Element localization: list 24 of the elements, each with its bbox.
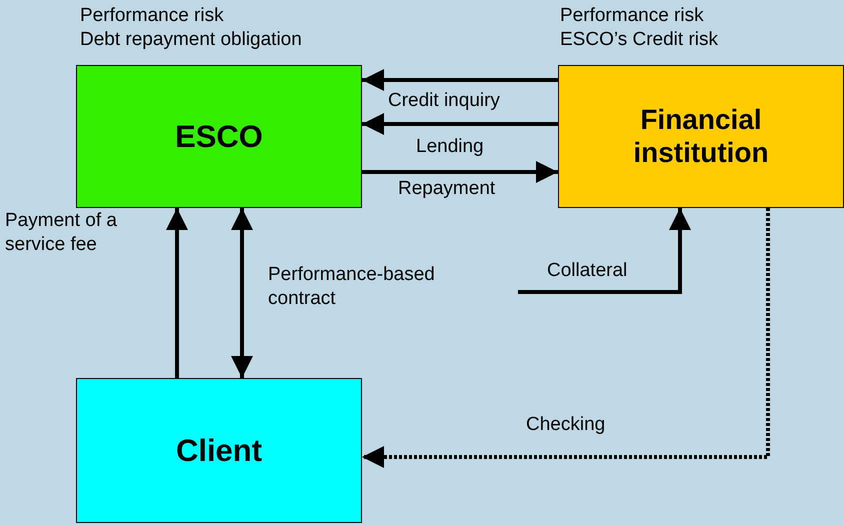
risk-note: Performance risk	[80, 4, 224, 28]
edge-label: Lending	[416, 135, 484, 159]
edge-label: Credit inquiry	[388, 89, 500, 113]
arrow	[362, 208, 770, 468]
edge-label: Payment of a service fee	[5, 209, 118, 257]
risk-note: ESCO’s Credit risk	[560, 28, 718, 52]
arrow	[231, 208, 253, 378]
entity-box	[558, 65, 844, 208]
arrow	[362, 113, 558, 135]
box-label: ESCO	[175, 118, 263, 154]
arrow	[166, 208, 188, 378]
risk-note: Performance risk	[560, 4, 704, 28]
risk-note: Debt repayment obligation	[80, 28, 302, 52]
edge-label: Repayment	[398, 177, 496, 201]
arrow	[362, 69, 558, 91]
arrow	[518, 208, 691, 294]
box-label: Client	[176, 432, 262, 468]
entity-box	[76, 65, 362, 208]
edge-label: Checking	[526, 413, 606, 437]
edge-label: Collateral	[547, 259, 628, 283]
arrow	[362, 161, 558, 183]
box-label: Financial institution	[632, 104, 770, 169]
entity-box	[76, 378, 362, 523]
edge-label: Performance-based contract	[268, 263, 436, 311]
